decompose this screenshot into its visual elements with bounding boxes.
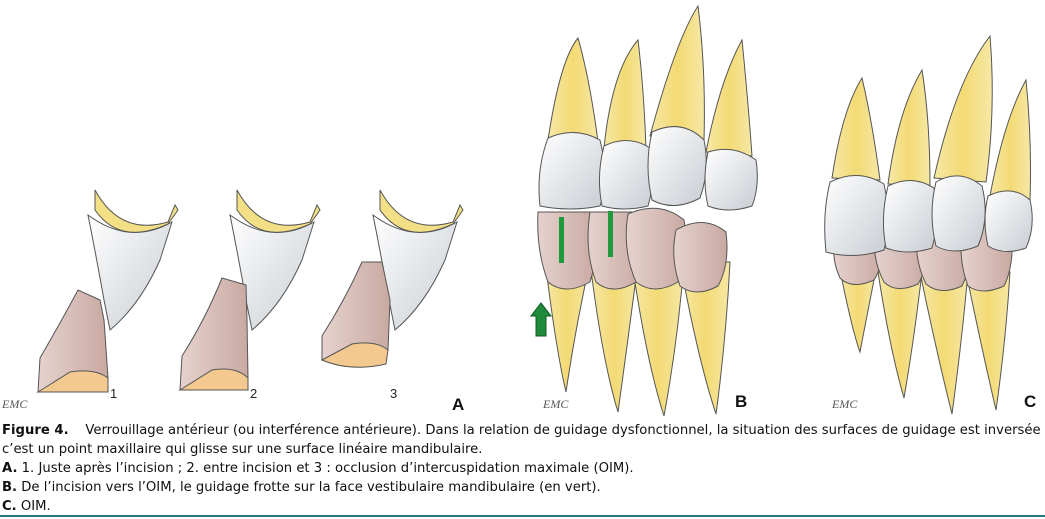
caption-line-2: c’est un point maxillaire qui glisse sur… — [2, 440, 1042, 459]
caption-b: B. De l’incision vers l’OIM, le guidage … — [2, 478, 1042, 497]
panel-a-step-2 — [178, 189, 321, 391]
figure-caption: Figure 4. Verrouillage antérieur (ou int… — [2, 421, 1045, 516]
panel-b-lower-teeth — [537, 207, 731, 417]
step-2-label: 2 — [250, 386, 257, 401]
emc-watermark-c: EMC — [831, 397, 858, 411]
emc-watermark-b: EMC — [542, 397, 569, 411]
caption-c: C. OIM. — [2, 497, 1042, 516]
guide-line-1 — [559, 217, 564, 263]
caption-a-label: A. — [2, 461, 18, 476]
panel-a-letter: A — [452, 395, 464, 414]
bottom-rule — [0, 515, 1045, 517]
caption-a: A. 1. Juste après l’incision ; 2. entre … — [2, 459, 1042, 478]
figure-illustration: 1 2 3 A EMC B EMC — [1, 4, 1036, 417]
panel-a-step-1 — [36, 189, 179, 393]
caption-c-text: OIM. — [20, 499, 51, 514]
caption-a-text: 1. Juste après l’incision ; 2. entre inc… — [21, 461, 634, 476]
caption-line-1: Figure 4. Verrouillage antérieur (ou int… — [2, 421, 1045, 440]
caption-b-label: B. — [2, 480, 18, 495]
panel-c-letter: C — [1024, 392, 1036, 411]
arrow-up-icon — [529, 302, 553, 337]
panel-c-upper-teeth — [824, 34, 1033, 256]
step-1-label: 1 — [110, 386, 117, 401]
panel-b-upper-teeth — [538, 4, 758, 211]
step-3-label: 3 — [390, 386, 397, 401]
caption-text-line-2: c’est un point maxillaire qui glisse sur… — [2, 442, 483, 457]
guide-line-2 — [608, 211, 613, 257]
emc-watermark-a: EMC — [1, 397, 28, 411]
caption-label: Figure 4. — [2, 423, 69, 438]
caption-c-label: C. — [2, 499, 17, 514]
panel-a-step-3 — [320, 189, 464, 368]
caption-b-text: De l’incision vers l’OIM, le guidage fro… — [21, 480, 601, 495]
caption-text-line-1: Verrouillage antérieur (ou interférence … — [85, 423, 1045, 438]
panel-b-letter: B — [735, 392, 747, 411]
